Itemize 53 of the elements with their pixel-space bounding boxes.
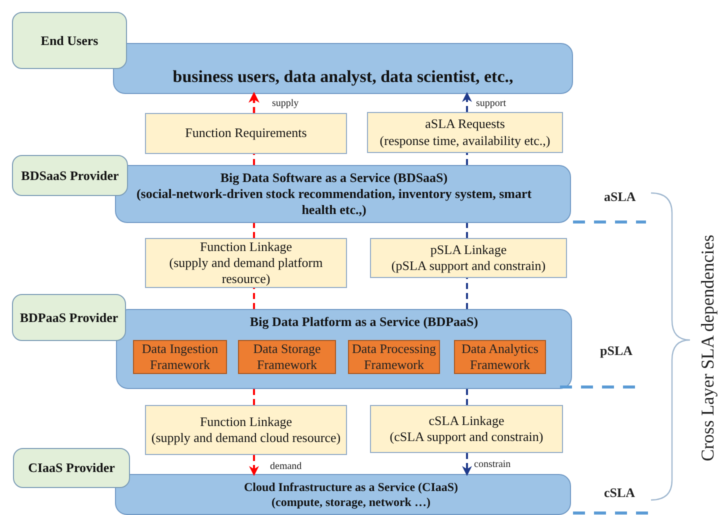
box-title: Function Requirements — [185, 125, 307, 142]
dashed-arrow — [462, 92, 472, 112]
box-title: Data Processing Framework — [350, 341, 438, 373]
role-box — [12, 155, 128, 196]
box-title: Big Data Platform as a Service (BDPaaS) — [250, 314, 478, 330]
layer-box — [116, 309, 572, 389]
role-box — [12, 294, 126, 341]
box-title: Big Data Software as a Service (BDSaaS) — [220, 170, 448, 186]
layer-box — [113, 43, 573, 94]
layer-label: aSLA — [604, 189, 636, 205]
box-title: End Users — [40, 32, 98, 48]
edge-label: constrain — [474, 459, 511, 470]
linkage-box — [145, 238, 347, 288]
box-description: (response time, availability etc.,) — [380, 132, 550, 149]
box-title: BDSaaS Provider — [21, 168, 119, 184]
role-box — [13, 448, 130, 488]
linkage-box — [145, 405, 347, 455]
box-description: (supply and demand cloud resource) — [151, 430, 341, 446]
layer-label: cSLA — [604, 485, 636, 501]
box-description: (compute, storage, network …) — [272, 494, 430, 510]
brace-caption: Cross Layer SLA dependencies — [698, 234, 718, 462]
box-title: cSLA Linkage — [428, 412, 504, 429]
linkage-box — [367, 112, 563, 153]
box-title: Function Linkage — [200, 414, 292, 430]
layer-label: pSLA — [600, 343, 633, 359]
box-description: (pSLA support and constrain) — [391, 258, 546, 274]
dashed-arrow — [249, 455, 259, 476]
edge-label: support — [476, 98, 506, 109]
box-description: (supply and demand platform resource) — [168, 254, 324, 288]
box-title: BDPaaS Provider — [20, 310, 118, 326]
linkage-box — [145, 113, 347, 154]
framework-box — [454, 340, 546, 374]
box-title: Cloud Infrastructure as a Service (CIaaS) — [244, 480, 458, 494]
box-title: aSLA Requests — [425, 116, 505, 132]
box-title: Function Linkage — [200, 238, 292, 255]
dashed-arrow — [248, 92, 260, 113]
box-description: (cSLA support and constrain) — [390, 429, 544, 446]
box-title: Data Storage Framework — [252, 341, 322, 373]
dashed-arrow — [462, 453, 472, 476]
edge-label: demand — [270, 461, 302, 472]
box-description: (social-network-driven stock recommendation, inventory system, smart health etc.,) — [135, 186, 533, 218]
layer-box — [115, 474, 571, 515]
box-title: Data Analytics Framework — [460, 341, 540, 373]
box-title: Data Ingestion Framework — [140, 341, 220, 373]
framework-box — [238, 340, 336, 374]
box-title: CIaaS Provider — [28, 460, 115, 476]
linkage-box — [370, 405, 563, 453]
box-title: pSLA Linkage — [430, 242, 507, 258]
edge-label: supply — [272, 98, 299, 109]
framework-box — [133, 340, 227, 374]
box-title: business users, data analyst, data scientist, etc., — [172, 66, 514, 86]
role-box — [12, 12, 127, 69]
linkage-box — [370, 238, 567, 278]
